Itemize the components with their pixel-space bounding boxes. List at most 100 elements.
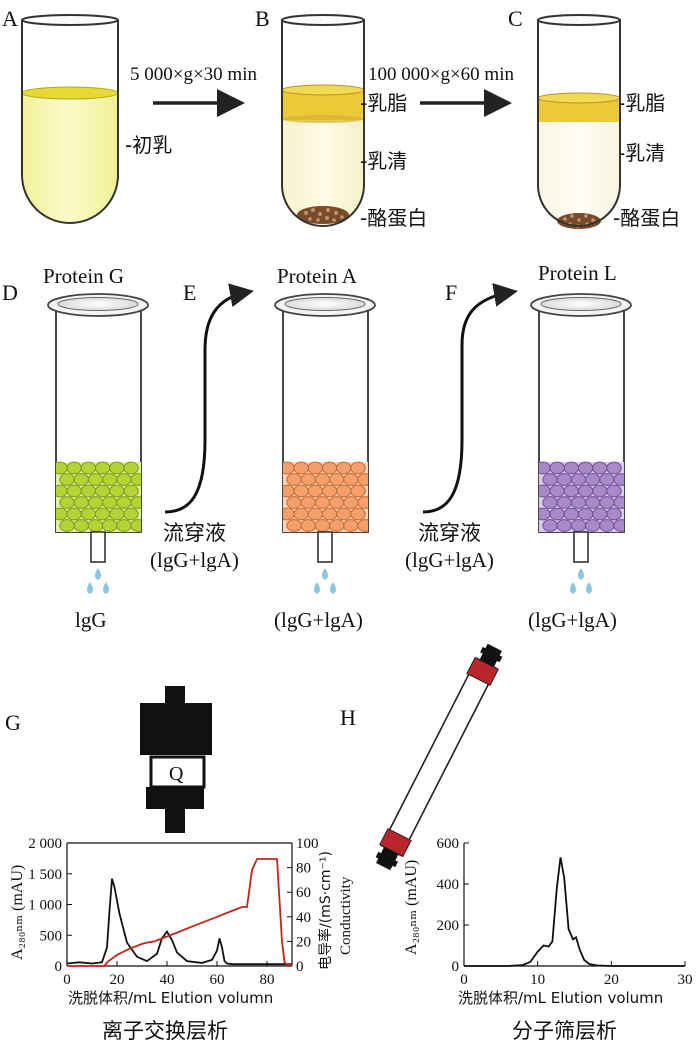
chart-g-y2-tick-label: 20 — [296, 934, 311, 950]
bead — [300, 519, 316, 532]
bead — [56, 484, 68, 498]
bead — [606, 484, 622, 498]
bead — [283, 461, 295, 475]
bead — [343, 519, 359, 532]
bead — [592, 461, 608, 475]
column-3-output: (lgG+lgA) — [528, 608, 617, 632]
bead — [606, 507, 622, 521]
panel-label-h: H — [340, 705, 356, 730]
tube-b-label-fat: -乳脂 — [360, 91, 407, 115]
step1-label: 5 000×g×30 min — [130, 64, 257, 85]
chart-g-x-tick-label: 60 — [210, 972, 225, 988]
chart-h-caption: 分子筛层析 — [512, 1019, 617, 1043]
bead — [73, 496, 90, 509]
tube-a — [21, 14, 119, 224]
bead — [102, 496, 118, 509]
bead — [357, 473, 368, 486]
bead — [80, 484, 97, 498]
tube-c — [537, 14, 621, 229]
bead — [336, 461, 352, 475]
bead — [556, 473, 572, 486]
bead — [59, 519, 75, 532]
bead — [314, 496, 331, 509]
bead — [549, 461, 565, 475]
panel-label-g: G — [5, 710, 21, 735]
tube-c-label-whey: -乳清 — [618, 141, 665, 165]
chart-g-y-tick-label: 2 000 — [28, 836, 62, 852]
bead — [599, 496, 615, 509]
bead — [613, 519, 624, 532]
flow-2-sub: (lgG+lgA) — [405, 548, 494, 572]
bead — [613, 496, 624, 509]
bead — [283, 507, 295, 521]
chart-g-xlabel: 洗脱体积/mL Elution volumn — [68, 989, 273, 1007]
bead — [542, 496, 558, 509]
column-protein-l — [530, 293, 632, 563]
bead — [563, 461, 580, 475]
bead — [577, 461, 594, 475]
bead — [293, 507, 309, 521]
step2-label: 100 000×g×60 min — [368, 64, 514, 85]
bead — [563, 507, 580, 521]
chart-g-y-tick-label: 1 000 — [28, 898, 62, 914]
flow-1-sub: (lgG+lgA) — [150, 548, 239, 572]
tube-b — [281, 14, 365, 227]
chart-g-x-tick-label: 80 — [260, 972, 275, 988]
bead — [556, 519, 572, 532]
ion-exchange-column-icon — [140, 686, 212, 833]
bead — [56, 507, 68, 521]
bead — [80, 461, 97, 475]
bead — [577, 507, 594, 521]
bead — [329, 473, 345, 486]
tube-b-label-whey: -乳清 — [360, 149, 407, 173]
bead — [300, 496, 316, 509]
bead — [613, 473, 624, 486]
panel-label-a: A — [2, 6, 18, 31]
bead — [321, 461, 338, 475]
chart-h-x-tick-label: 20 — [604, 972, 619, 988]
bead — [599, 473, 615, 486]
bead — [116, 473, 132, 486]
bead — [116, 496, 132, 509]
chart-g-y2-tick-label: 80 — [296, 861, 311, 877]
chart-g-y-tick-label: 500 — [40, 928, 63, 944]
bead — [66, 484, 82, 498]
chart-g-y2-tick-label: 40 — [296, 910, 311, 926]
bead — [109, 484, 125, 498]
size-exclusion-column-icon — [375, 643, 503, 871]
ion-exchange-q-label: Q — [169, 763, 184, 785]
flow-arrow-2 — [422, 283, 518, 514]
bead — [116, 519, 132, 532]
bead — [343, 473, 359, 486]
bead — [329, 496, 345, 509]
chart-h-x-tick-label: 30 — [678, 972, 693, 988]
chart-g-y-tick-label: 1 500 — [28, 867, 62, 883]
bead — [585, 473, 601, 486]
bead — [549, 507, 565, 521]
bead — [293, 461, 309, 475]
panel-label-f: F — [445, 280, 457, 305]
chart-h-x-tick-label: 0 — [460, 972, 468, 988]
bead — [585, 496, 601, 509]
flow-1-label: 流穿液 — [163, 521, 226, 545]
bead — [286, 496, 302, 509]
bead — [321, 507, 338, 521]
bead — [577, 484, 594, 498]
bead — [94, 461, 111, 475]
chart-h-ylabel: A₂₈₀ₙₘ (mAU) — [403, 860, 420, 955]
tube-c-label-fat: -乳脂 — [618, 91, 665, 115]
bead — [94, 484, 111, 498]
bead — [357, 496, 368, 509]
chart-g-ylabel-right: 电导率/(mS·cm⁻¹) — [317, 851, 334, 970]
bead — [570, 496, 587, 509]
bead — [286, 473, 302, 486]
bead — [102, 519, 118, 532]
chart-g-ylabel: A₂₈₀ₙₘ (mAU) — [9, 865, 26, 960]
bead — [307, 484, 324, 498]
chart-g-y2-tick-label: 60 — [296, 885, 311, 901]
bead — [336, 507, 352, 521]
chart-h-y-tick-label: 600 — [437, 836, 460, 852]
chart-g-ylabel-right2: Conductivity — [338, 876, 354, 955]
bead — [539, 507, 551, 521]
